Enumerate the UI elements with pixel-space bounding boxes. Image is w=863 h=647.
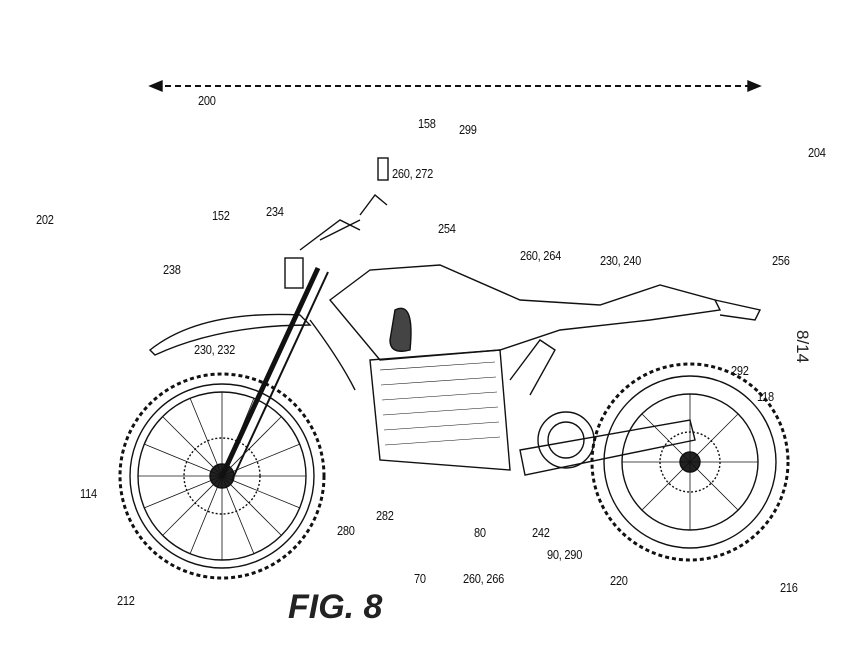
ref-label-230-240: 230, 240: [600, 253, 641, 268]
ref-label-152: 152: [212, 208, 230, 223]
sheet-number: 8/14: [793, 330, 812, 364]
ref-label-254: 254: [438, 221, 456, 236]
ref-label-216: 216: [780, 580, 798, 595]
ref-label-282: 282: [376, 508, 394, 523]
ref-label-80: 80: [474, 525, 486, 540]
ref-label-242: 242: [532, 525, 550, 540]
figure-title: FIG. 8: [288, 588, 383, 626]
ref-label-158: 158: [418, 116, 436, 131]
ref-label-230-232: 230, 232: [194, 342, 235, 357]
ref-label-234: 234: [266, 204, 284, 219]
ref-label-260-272: 260, 272: [392, 166, 433, 181]
ref-label-238: 238: [163, 262, 181, 277]
body-panels: [328, 264, 762, 361]
ref-label-202: 202: [36, 212, 54, 227]
front-fender: [148, 313, 312, 356]
ref-label-299: 299: [459, 122, 477, 137]
ref-label-200: 200: [198, 93, 216, 108]
ref-label-118: 118: [757, 389, 774, 404]
ref-label-256: 256: [772, 253, 790, 268]
ref-label-212: 212: [117, 593, 135, 608]
ref-label-260-264: 260, 264: [520, 248, 561, 263]
front-fork: [219, 157, 389, 481]
ref-label-70: 70: [414, 571, 426, 586]
ref-label-90-290: 90, 290: [547, 547, 583, 562]
ref-label-260-266: 260, 266: [463, 571, 504, 586]
rear-wheel: [590, 362, 790, 562]
ref-label-292: 292: [731, 363, 749, 378]
ref-label-220: 220: [610, 573, 628, 588]
dimension-arrow: [148, 79, 762, 93]
ref-label-114: 114: [80, 486, 97, 501]
battery-pack: [369, 349, 511, 471]
drive-unit: [509, 339, 696, 476]
ref-label-280: 280: [337, 523, 355, 538]
ref-label-204: 204: [808, 145, 826, 160]
